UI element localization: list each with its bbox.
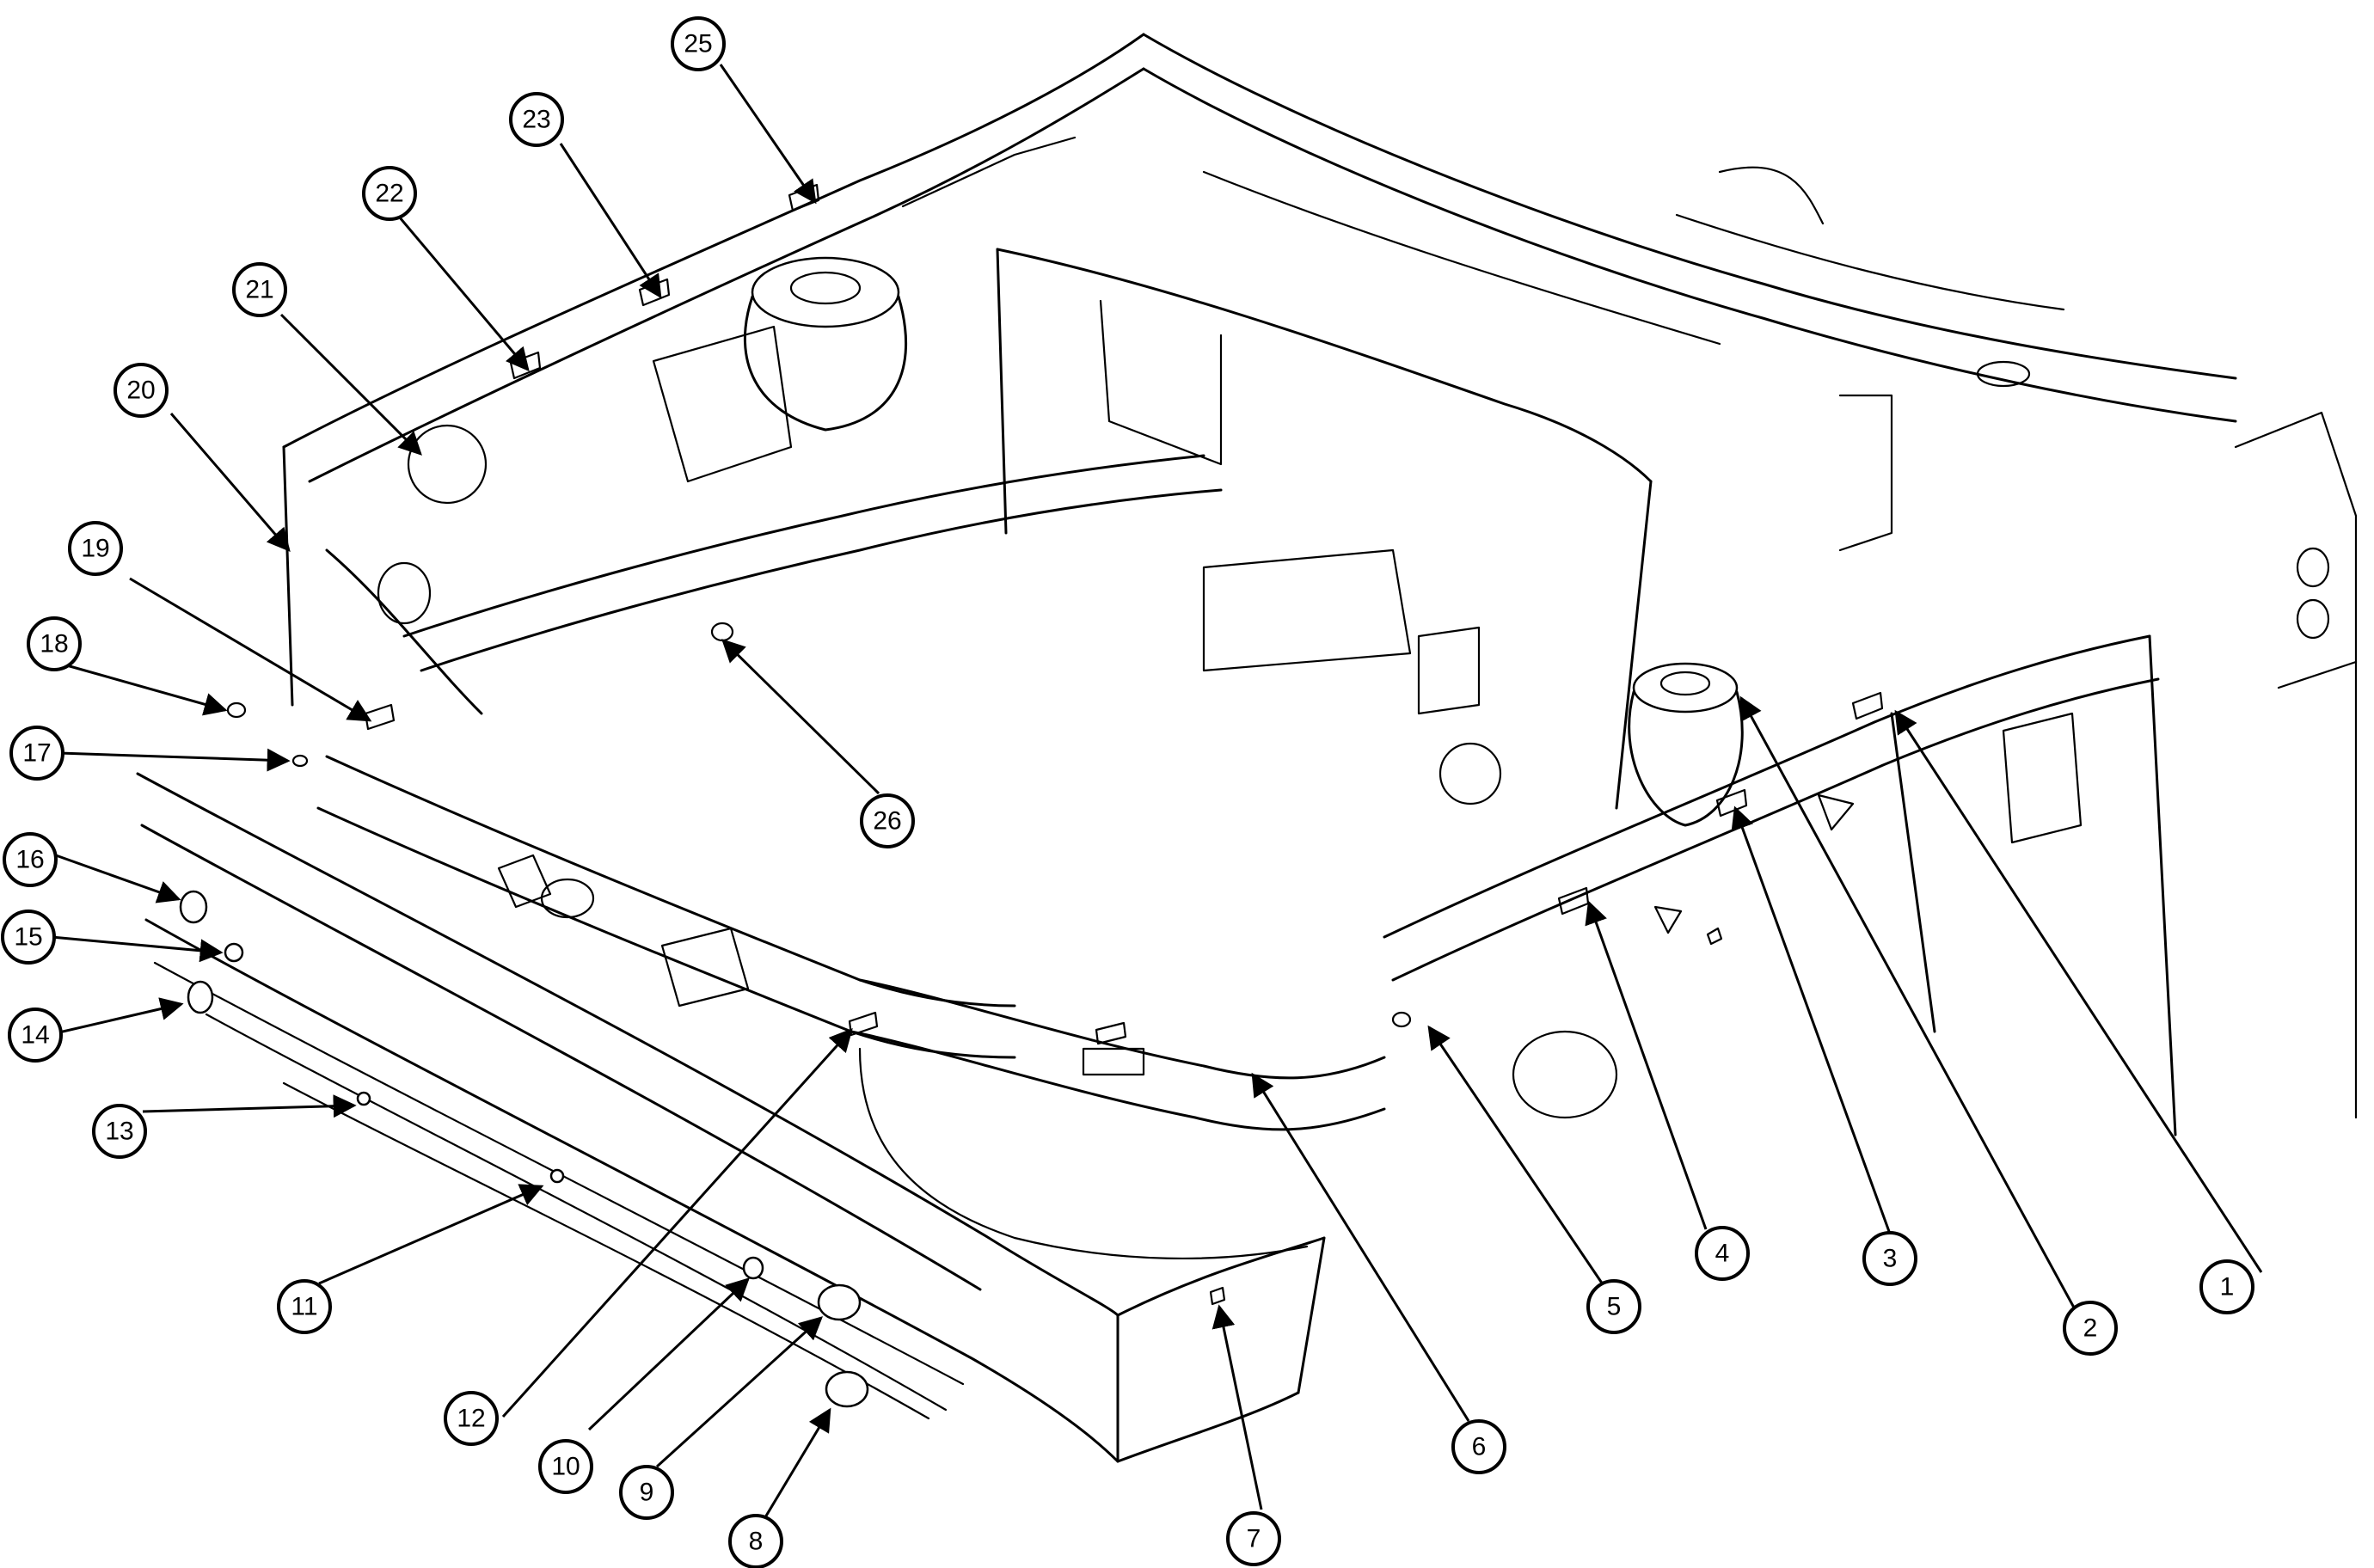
- callout-label: 20: [126, 377, 155, 405]
- callout-label: 17: [22, 739, 51, 768]
- callout-8: 8: [728, 1514, 783, 1568]
- callout-25: 25: [671, 16, 726, 71]
- callout-15: 15: [1, 910, 56, 965]
- callout-11: 11: [277, 1279, 332, 1334]
- callout-label: 4: [1715, 1240, 1730, 1268]
- callout-label: 18: [40, 630, 68, 658]
- callout-label: 3: [1883, 1245, 1898, 1273]
- callout-2: 2: [2063, 1301, 2118, 1356]
- callout-label: 13: [105, 1118, 133, 1146]
- callout-label: 2: [2083, 1314, 2098, 1343]
- callout-9: 9: [619, 1465, 674, 1520]
- callout-label: 15: [14, 923, 42, 952]
- callout-label: 8: [749, 1528, 764, 1556]
- callout-26: 26: [860, 793, 915, 848]
- callout-16: 16: [3, 832, 58, 887]
- callout-label: 7: [1247, 1525, 1261, 1553]
- callout-label: 6: [1472, 1433, 1487, 1461]
- callout-label: 25: [684, 30, 712, 58]
- callout-1: 1: [2199, 1259, 2254, 1314]
- callout-label: 5: [1607, 1293, 1622, 1321]
- callout-10: 10: [538, 1439, 593, 1494]
- callout-5: 5: [1586, 1279, 1641, 1334]
- callout-label: 22: [375, 180, 403, 208]
- callout-17: 17: [9, 726, 64, 781]
- callout-label: 23: [522, 106, 550, 134]
- callout-label: 16: [15, 846, 44, 874]
- callout-18: 18: [27, 616, 82, 671]
- callout-6: 6: [1451, 1419, 1506, 1474]
- callout-label: 10: [551, 1453, 580, 1481]
- callout-12: 12: [444, 1391, 499, 1446]
- callout-label: 26: [873, 807, 901, 836]
- callout-label: 9: [640, 1479, 654, 1507]
- callout-20: 20: [113, 363, 169, 418]
- callout-label: 21: [245, 276, 273, 304]
- callout-3: 3: [1862, 1231, 1917, 1286]
- leader-lines: [51, 64, 2263, 1531]
- callout-14: 14: [8, 1008, 63, 1063]
- callout-label: 12: [457, 1405, 485, 1433]
- callout-13: 13: [92, 1104, 147, 1159]
- callout-21: 21: [232, 262, 287, 317]
- callout-label: 14: [21, 1021, 49, 1050]
- callout-7: 7: [1226, 1511, 1281, 1566]
- callout-22: 22: [362, 166, 417, 221]
- callout-4: 4: [1695, 1226, 1750, 1281]
- callout-label: 11: [291, 1293, 317, 1321]
- callout-label: 19: [81, 535, 109, 563]
- callout-label: 1: [2220, 1273, 2235, 1302]
- callout-19: 19: [68, 521, 123, 576]
- vehicle-body-illustration: [136, 33, 2358, 1463]
- callout-23: 23: [509, 92, 564, 147]
